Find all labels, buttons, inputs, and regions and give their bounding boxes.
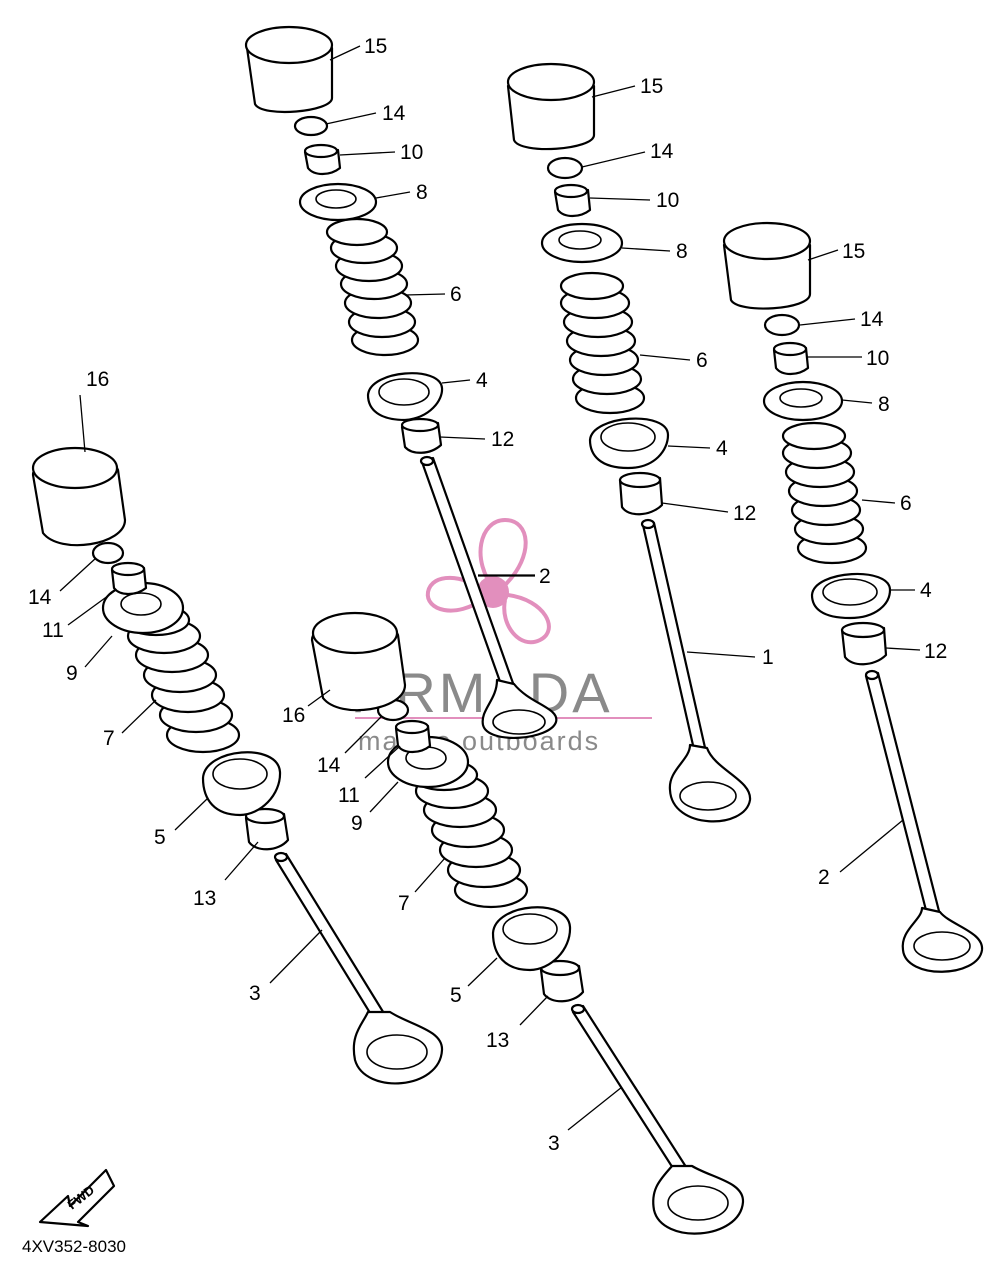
- callout-8: 8: [676, 240, 688, 263]
- callout-2: 2: [818, 866, 830, 889]
- shim-14-c: [763, 313, 801, 337]
- spring-seat-5-d: [201, 751, 282, 817]
- callout-13: 13: [486, 1029, 509, 1052]
- callout-3: 3: [249, 982, 261, 1005]
- callout-10: 10: [400, 141, 423, 164]
- valve-2-a: [419, 455, 558, 740]
- valve-spring-6-c: [781, 421, 868, 565]
- valve-3-e: [570, 1003, 745, 1235]
- valve-assembly-b: [506, 62, 752, 823]
- shim-14-b: [546, 156, 584, 180]
- cotter-11-d: [110, 561, 148, 596]
- fwd-arrow-icon: FWD: [38, 1168, 116, 1228]
- lifter-16-e: [310, 611, 407, 712]
- lifter-15-a: [244, 25, 334, 114]
- spring-seat-5-e: [491, 906, 572, 972]
- cotter-11-e: [394, 719, 432, 754]
- shim-14-a: [293, 115, 329, 137]
- spring-seat-4-c: [810, 572, 892, 620]
- valve-3-d: [273, 851, 444, 1085]
- callout-12: 12: [491, 428, 514, 451]
- lifter-15-c: [722, 221, 812, 310]
- callout-15: 15: [640, 75, 663, 98]
- valve-spring-6-a: [325, 217, 420, 357]
- callout-11: 11: [42, 619, 64, 642]
- valve-1-b: [640, 518, 752, 823]
- valve-assembly-c: [722, 221, 984, 973]
- valve-seal-12-b: [618, 471, 664, 516]
- callout-9: 9: [66, 662, 78, 685]
- retainer-8-b: [540, 222, 624, 264]
- callout-5: 5: [450, 984, 462, 1007]
- spring-seat-4-a: [366, 372, 444, 422]
- callout-7: 7: [103, 727, 115, 750]
- valve-assembly-e: [310, 611, 745, 1235]
- callout-16: 16: [282, 704, 305, 727]
- callout-4: 4: [920, 579, 932, 602]
- lifter-16-d: [31, 446, 127, 547]
- valve-seal-13-d: [244, 807, 290, 851]
- valve-2-c: [864, 669, 984, 973]
- valve-spring-6-b: [559, 271, 646, 415]
- callout-11: 11: [338, 784, 360, 807]
- callout-10: 10: [656, 189, 679, 212]
- callout-3: 3: [548, 1132, 560, 1155]
- callout-labels: 15 14 10 8 6 4 12 2 15 14 10 8 6 4 12 1 …: [28, 35, 947, 1155]
- propeller-logo-icon: [425, 517, 551, 645]
- callout-5: 5: [154, 826, 166, 849]
- callout-1: 1: [762, 646, 774, 669]
- valve-assembly-a: [244, 25, 558, 740]
- callout-8: 8: [878, 393, 890, 416]
- shim-14-d: [91, 541, 125, 565]
- callout-14: 14: [317, 754, 341, 777]
- lifter-15-b: [506, 62, 596, 151]
- callout-16: 16: [86, 368, 109, 391]
- callout-6: 6: [450, 283, 462, 306]
- callout-8: 8: [416, 181, 428, 204]
- drawing-code: 4XV352-8030: [22, 1237, 126, 1256]
- valve-assembly-d: [31, 446, 444, 1085]
- callout-6: 6: [696, 349, 708, 372]
- callout-7: 7: [398, 892, 410, 915]
- callout-13: 13: [193, 887, 216, 910]
- callout-14: 14: [28, 586, 52, 609]
- retainer-8-a: [298, 182, 378, 222]
- leader-lines: [59, 45, 921, 1131]
- callout-15: 15: [842, 240, 865, 263]
- callout-6: 6: [900, 492, 912, 515]
- callout-14: 14: [650, 140, 674, 163]
- callout-10: 10: [866, 347, 889, 370]
- valve-seal-12-a: [400, 417, 443, 454]
- callout-12: 12: [924, 640, 947, 663]
- callout-14: 14: [382, 102, 406, 125]
- callout-14: 14: [860, 308, 884, 331]
- callout-2: 2: [539, 565, 551, 588]
- valve-seal-12-c: [840, 621, 888, 666]
- cotter-10-a: [303, 143, 342, 176]
- callout-12: 12: [733, 502, 756, 525]
- retainer-8-c: [762, 380, 844, 422]
- cotter-10-c: [772, 341, 810, 376]
- callout-4: 4: [716, 437, 728, 460]
- callout-15: 15: [364, 35, 387, 58]
- valve-spring-7-e: [409, 758, 529, 909]
- callout-4: 4: [476, 369, 488, 392]
- spring-seat-4-b: [588, 417, 670, 470]
- callout-9: 9: [351, 812, 363, 835]
- valve-seal-13-e: [539, 959, 585, 1003]
- cotter-10-b: [553, 183, 592, 218]
